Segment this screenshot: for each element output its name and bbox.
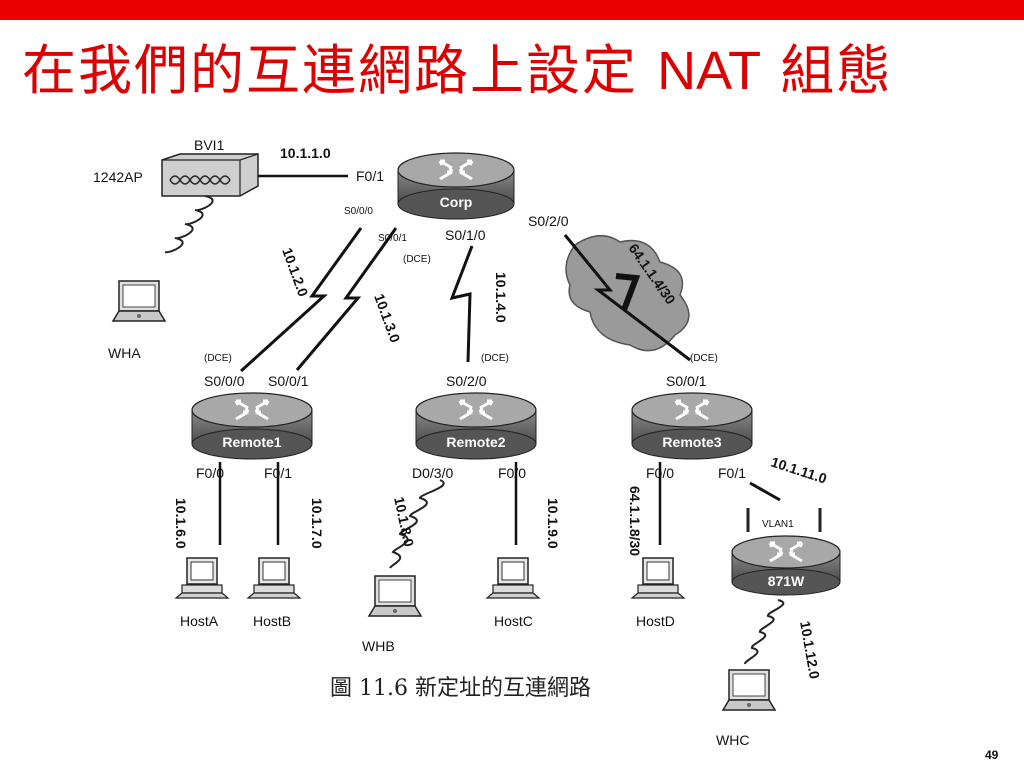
slide-title: 在我們的互連網路上設定 NAT 組態	[22, 41, 892, 101]
net-10-1-11-0: 10.1.11.0	[769, 454, 829, 487]
serial-link-10-1-3	[295, 227, 398, 371]
if-r3-f01: F0/1	[718, 465, 746, 481]
if-r1-s001: S0/0/1	[268, 373, 309, 389]
if-r1-f01: F0/1	[264, 465, 292, 481]
label-bvi1: BVI1	[194, 137, 225, 153]
if-corp-s010: S0/1/0	[445, 227, 486, 243]
net-64-1-1-8-30: 64.1.1.8/30	[627, 486, 643, 556]
label-whb: WHB	[362, 638, 395, 654]
wireless-coil-wha	[164, 195, 214, 254]
if-r1-dce: (DCE)	[204, 353, 232, 364]
pc-hostb-icon	[247, 557, 301, 599]
if-r3-s001: S0/0/1	[666, 373, 707, 389]
if-corp-s000: S0/0/0	[344, 206, 373, 217]
net-10-1-3-0: 10.1.3.0	[371, 292, 403, 345]
router-label-remote2: Remote2	[446, 434, 505, 450]
wan-cloud-icon	[563, 234, 691, 362]
router-remote1	[191, 392, 313, 460]
if-r1-f00: F0/0	[196, 465, 224, 481]
router-remote2	[415, 392, 537, 460]
router-label-remote3: Remote3	[662, 434, 721, 450]
router-corp	[397, 152, 515, 220]
pc-hostc-icon	[486, 557, 540, 599]
laptop-wha-icon	[112, 280, 166, 322]
net-10-1-2-0: 10.1.2.0	[279, 246, 311, 299]
if-corp-s001: S0/0/1	[378, 233, 407, 244]
if-r1-s000: S0/0/0	[204, 373, 245, 389]
page-number: 49	[985, 748, 999, 762]
pc-hosta-icon	[175, 557, 229, 599]
net-10-1-1-0: 10.1.1.0	[280, 145, 331, 161]
if-corp-s020: S0/2/0	[528, 213, 569, 229]
router-label-871w: 871W	[768, 573, 805, 589]
net-10-1-12-0: 10.1.12.0	[797, 620, 823, 680]
label-hosta: HostA	[180, 613, 219, 629]
label-hostd: HostD	[636, 613, 675, 629]
figure-caption: 圖 11.6 新定址的互連網路	[330, 676, 591, 701]
label-hostb: HostB	[253, 613, 291, 629]
if-r3-dce: (DCE)	[690, 353, 718, 364]
if-r2-f00: F0/0	[498, 465, 526, 481]
if-871w-vlan1: VLAN1	[762, 519, 794, 530]
if-corp-f01: F0/1	[356, 168, 384, 184]
serial-link-10-1-4	[449, 245, 474, 363]
laptop-whc-icon	[722, 669, 776, 711]
net-10-1-4-0: 10.1.4.0	[493, 272, 509, 323]
net-10-1-9-0: 10.1.9.0	[545, 498, 561, 549]
title-part-2: 組態	[780, 39, 893, 102]
if-corp-dce: (DCE)	[403, 254, 431, 265]
router-remote3	[631, 392, 753, 460]
label-hostc: HostC	[494, 613, 533, 629]
link-r3-871w	[749, 481, 781, 502]
label-1242ap: 1242AP	[93, 169, 143, 185]
top-accent-bar	[0, 0, 1024, 20]
title-part-1: 在我們的互連網路上設定	[22, 39, 638, 102]
access-point-1242ap	[161, 153, 259, 197]
net-10-1-8-0: 10.1.8.0	[391, 495, 417, 548]
net-10-1-6-0: 10.1.6.0	[173, 498, 189, 549]
wireless-coil-whb	[389, 479, 445, 569]
router-871w	[731, 508, 841, 596]
net-10-1-7-0: 10.1.7.0	[309, 498, 325, 549]
pc-hostd-icon	[631, 557, 685, 599]
if-r2-s020: S0/2/0	[446, 373, 487, 389]
router-label-corp: Corp	[440, 194, 473, 210]
if-r2-dce: (DCE)	[481, 353, 509, 364]
router-label-remote1: Remote1	[222, 434, 281, 450]
laptop-whb-icon	[368, 575, 422, 617]
wireless-coil-whc	[744, 599, 785, 665]
label-wha: WHA	[108, 345, 141, 361]
if-r3-f00: F0/0	[646, 465, 674, 481]
label-whc: WHC	[716, 732, 749, 748]
if-r2-d030: D0/3/0	[412, 465, 453, 481]
title-part-nat: NAT	[657, 41, 762, 101]
serial-link-10-1-2	[239, 227, 363, 373]
